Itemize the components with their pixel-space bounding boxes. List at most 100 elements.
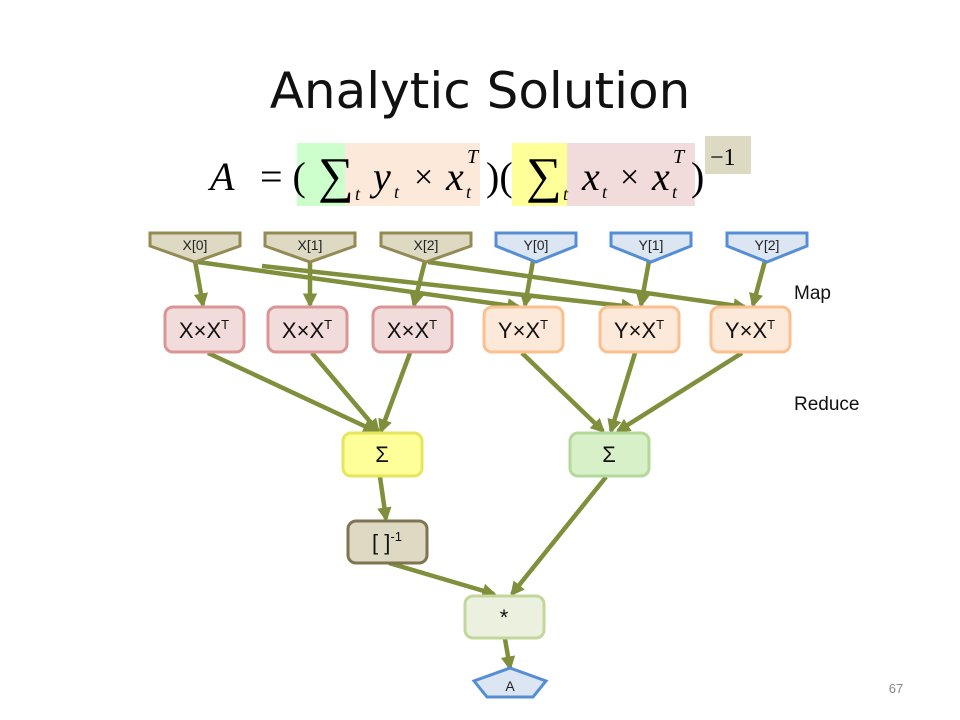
reduce-node-sum-xx-label: Σ (375, 442, 389, 467)
output-shape (471, 666, 549, 699)
eq-highlight-sum1 (297, 143, 345, 206)
inverse-node (346, 519, 429, 565)
map-node-xx-1-label: X×XT (282, 317, 332, 343)
edge-xx1-sum1 (310, 351, 380, 434)
eq-highlight-yx (345, 143, 480, 206)
input-x1-shape (263, 231, 357, 264)
input-x2-shape (379, 231, 473, 264)
reduce-node-sum-yx-label: Σ (602, 442, 616, 467)
slide-title: Analytic Solution (270, 62, 691, 120)
inverse-node-base: [ ] (372, 530, 390, 555)
map-node-yx-0-base: Y×X (498, 318, 541, 343)
edge-xx2-sum1 (378, 352, 413, 434)
multiply-node-label: * (500, 605, 509, 630)
edge-x2-yx2 (427, 259, 748, 313)
eq-times1: × (414, 159, 433, 196)
edge-sum2-multiply (510, 475, 608, 597)
edge-yx2-sum2 (615, 351, 744, 433)
edge-yx1-sum2 (607, 352, 638, 434)
reduce-nodes: Σ Σ (341, 431, 651, 478)
map-node-yx-2 (709, 305, 792, 354)
map-node-xx-0-sup: T (221, 317, 229, 332)
eq-x1-sub: t (466, 182, 472, 202)
input-y1-shape (609, 231, 693, 264)
input-y0-label: Y[0] (524, 237, 549, 253)
inverse-node-label: [ ]-1 (372, 529, 402, 555)
reduce-node-sum-yx (568, 431, 651, 478)
eq-sum2-sub: t (563, 184, 569, 204)
eq-equals-open: = ( (260, 154, 306, 199)
output-group: A (471, 666, 549, 699)
input-x1-label: X[1] (298, 237, 323, 253)
eq-sum2-symbol: ∑ (526, 147, 562, 203)
inputs: X[0] X[1] X[2] Y[0] Y[1] Y[2] (148, 231, 809, 264)
reduce-label: Reduce (794, 394, 860, 415)
map-node-xx-2-base: X×X (387, 318, 430, 343)
inverse-node-sup: -1 (390, 529, 402, 544)
map-node-yx-0-sup: T (540, 317, 548, 332)
input-x0-shape (148, 231, 242, 264)
map-node-yx-2-label: Y×XT (725, 317, 775, 343)
inverse-node-group: [ ]-1 (346, 519, 429, 565)
map-node-xx-2 (371, 305, 454, 354)
eq-x3-sub: t (672, 182, 678, 202)
eq-highlight-xx (567, 143, 695, 206)
eq-sum1-symbol: ∑ (318, 147, 354, 203)
eq-sum1-sub: t (355, 184, 361, 204)
map-node-xx-0-base: X×X (179, 318, 222, 343)
map-node-yx-1-base: Y×X (614, 318, 657, 343)
eq-y-sub: t (394, 182, 400, 202)
edge-sum1-inverse (377, 476, 392, 522)
map-node-yx-1-sup: T (656, 317, 664, 332)
page-number: 67 (889, 681, 903, 696)
edge-inverse-multiply (388, 560, 497, 598)
input-y2-shape (725, 231, 809, 264)
edges (192, 259, 768, 671)
eq-x3: x (651, 154, 670, 199)
map-nodes: X×XT X×XT X×XT Y×XT Y×XT Y×XT (163, 305, 792, 354)
eq-x3-sup: T (673, 146, 686, 168)
input-x2-label: X[2] (414, 237, 439, 253)
map-node-yx-2-base: Y×X (725, 318, 768, 343)
multiply-node-group: * (463, 594, 546, 640)
eq-x1-sup: T (467, 146, 480, 168)
multiply-node (463, 594, 546, 640)
map-node-yx-1-label: Y×XT (614, 317, 664, 343)
input-x0-label: X[0] (183, 237, 208, 253)
edge-multiply-output (500, 638, 516, 671)
map-node-yx-1 (598, 305, 681, 354)
eq-highlight-inverse (705, 136, 751, 174)
map-label: Map (794, 283, 831, 304)
map-node-xx-1-base: X×X (282, 318, 325, 343)
eq-close-paren: ) (691, 154, 704, 199)
map-node-xx-1-sup: T (324, 317, 332, 332)
reduce-node-sum-xx (341, 431, 424, 478)
eq-y: y (369, 154, 391, 199)
eq-times2: × (620, 159, 639, 196)
map-node-xx-0 (163, 305, 246, 354)
eq-inverse-exp: −1 (710, 145, 736, 171)
eq-highlight-sum2 (512, 143, 567, 206)
map-node-xx-0-label: X×XT (179, 317, 229, 343)
eq-x1: x (445, 154, 464, 199)
map-node-xx-1 (266, 305, 349, 354)
edge-y0-yx0 (519, 260, 536, 308)
eq-lhs: A (207, 154, 235, 199)
edge-xx0-sum1 (207, 350, 378, 434)
map-node-yx-0-label: Y×XT (498, 317, 548, 343)
map-node-xx-2-label: X×XT (387, 317, 437, 343)
eq-x2-sub: t (602, 182, 608, 202)
map-node-yx-2-sup: T (767, 317, 775, 332)
eq-mid-paren: )( (486, 154, 513, 199)
eq-x2: x (581, 154, 600, 199)
map-node-xx-2-sup: T (429, 317, 437, 332)
edge-y1-yx1 (635, 260, 652, 308)
output-label: A (505, 678, 515, 694)
map-node-yx-0 (482, 305, 565, 354)
input-y2-label: Y[2] (755, 237, 780, 253)
equation: A = ( ∑ t y t × x t T )( ∑ t x t × x t T… (207, 136, 751, 206)
edge-yx0-sum2 (520, 351, 606, 433)
input-y1-label: Y[1] (639, 237, 664, 253)
input-y0-shape (494, 231, 578, 264)
